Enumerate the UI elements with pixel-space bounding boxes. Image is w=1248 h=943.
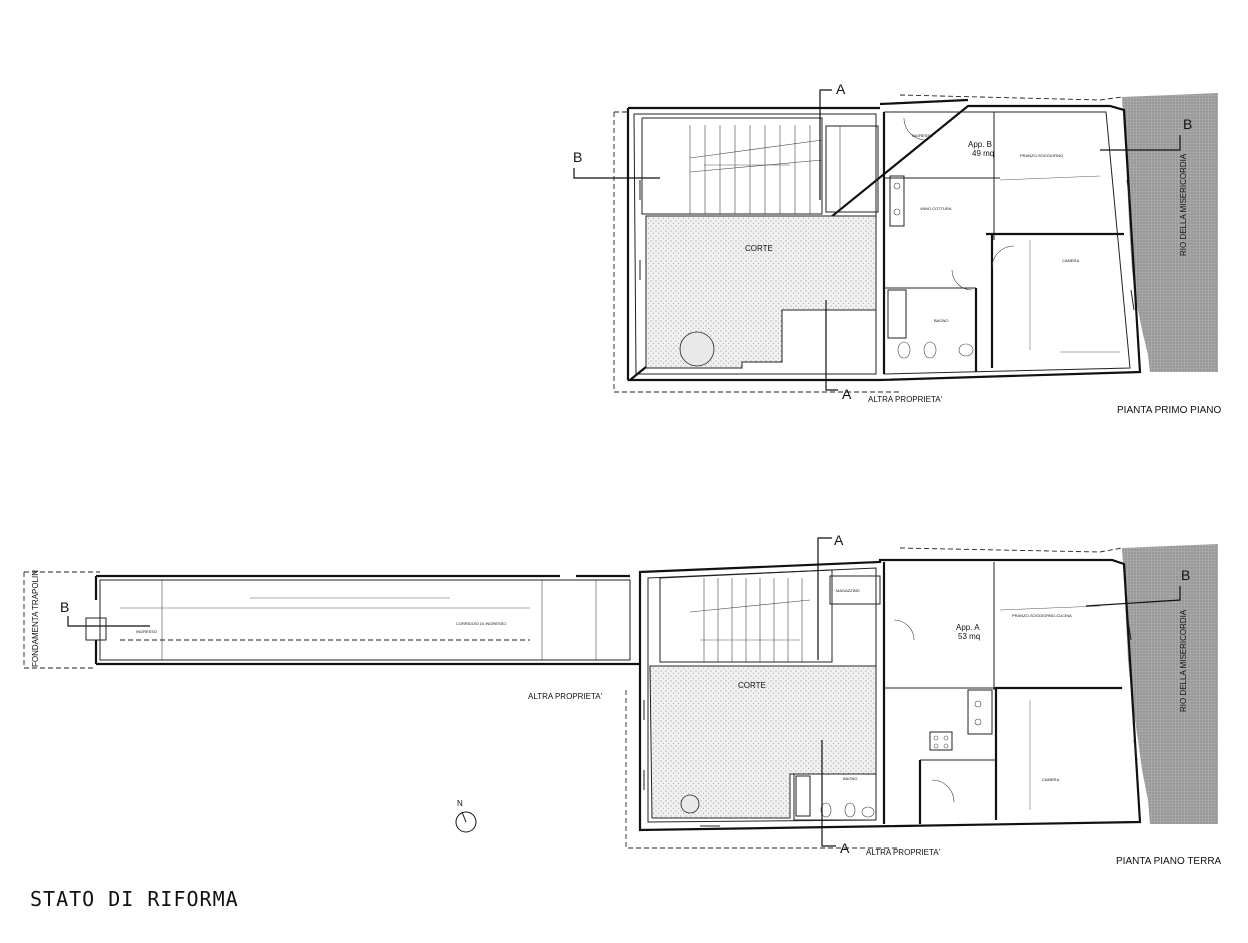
first-floor-caption: PIANTA PRIMO PIANO: [1117, 405, 1221, 416]
ground-floor-court-label: CORTE: [738, 681, 766, 690]
ground-room-bedroom-label: CAMERA: [1042, 777, 1059, 782]
neighbour-label-first-floor: ALTRA PROPRIETA': [868, 395, 943, 404]
ground-corridor-outer-wall: [94, 574, 640, 666]
canal-label-ground-floor: RIO DELLA MISERICORDIA: [1179, 609, 1188, 712]
apartment-a-name: App. A: [956, 623, 980, 632]
ground-floor-dimensions: [250, 597, 1101, 810]
ground-room-storage-label: MAGAZZINO: [836, 588, 860, 593]
courtyard-well: [679, 331, 715, 367]
ground-property-boundary: [23, 572, 96, 669]
ground-room-corridor-label: CORRIDOIO DI INGRESSO: [456, 621, 506, 626]
apartment-b-name: App. B: [968, 140, 992, 149]
apartment-b-area: 49 mq: [972, 149, 994, 158]
ground-room-living-label: PRANZO-SOGGIORNO-CUCINA: [1012, 613, 1072, 618]
ground-floor-stairs: [659, 569, 881, 663]
section-a-label-top: A: [836, 81, 846, 97]
ground-floor-section-b: B B: [60, 567, 1190, 627]
first-floor-court: [645, 215, 877, 369]
section-b-label-left: B: [573, 149, 582, 165]
ground-floor-partitions: [643, 562, 1138, 827]
apartment-a-area: 53 mq: [958, 632, 980, 641]
ground-floor-section-a: A A: [817, 532, 850, 856]
first-floor-section-a: A A: [819, 81, 852, 402]
first-floor-outer-wall: [626, 98, 1142, 382]
ground-courtyard-well: [680, 794, 700, 814]
room-living-label: PRANZO-SOGGIORNO: [1020, 153, 1063, 158]
ground-floor-caption: PIANTA PIANO TERRA: [1116, 856, 1222, 867]
section-b-label-right: B: [1183, 116, 1192, 132]
ground-section-b-label-right: B: [1181, 567, 1190, 583]
canal-label-first-floor: RIO DELLA MISERICORDIA: [1179, 153, 1188, 256]
ground-section-b-label-left: B: [60, 599, 69, 615]
ground-floor-plan: A A B B FONDAMENTA TRAPOLIN INGRESSO COR…: [23, 532, 1222, 867]
room-bedroom-label: CAMERA: [1062, 258, 1079, 263]
neighbour-label-ground-1: ALTRA PROPRIETA': [528, 692, 603, 701]
property-boundary: [613, 112, 900, 393]
first-floor-court-label: CORTE: [745, 244, 773, 253]
north-arrow: N: [455, 799, 477, 833]
room-entrance-label: INGRESSO: [912, 133, 933, 138]
ground-floor-court: [649, 665, 877, 819]
ground-section-a-label-bottom: A: [840, 840, 850, 856]
street-label: FONDAMENTA TRAPOLIN: [31, 570, 40, 667]
section-a-label-bottom: A: [842, 386, 852, 402]
room-bathroom-label: BAGNO: [934, 318, 948, 323]
ground-room-bathroom-label: BAGNO: [843, 776, 857, 781]
canal-hatch: [1122, 93, 1218, 372]
first-floor-stairs: [641, 117, 879, 215]
ground-room-entrance-label: INGRESSO: [136, 629, 157, 634]
neighbour-label-ground-2: ALTRA PROPRIETA': [866, 848, 941, 857]
first-floor-dimensions: [704, 164, 1120, 353]
first-floor-partitions: [639, 112, 1135, 375]
ground-main-outer-wall: [638, 558, 1142, 832]
drawing-title: STATO DI RIFORMA: [30, 887, 239, 911]
north-arrow-label: N: [457, 799, 463, 808]
ground-section-a-label-top: A: [834, 532, 844, 548]
first-floor-plan: A A B B CORTE App. B 49 mq INGRESSO VANO…: [573, 81, 1221, 416]
first-floor-section-b: B B: [573, 116, 1192, 179]
room-kitchen-label: VANO COTTURA: [920, 206, 952, 211]
canal-hatch-ground: [1122, 544, 1218, 824]
